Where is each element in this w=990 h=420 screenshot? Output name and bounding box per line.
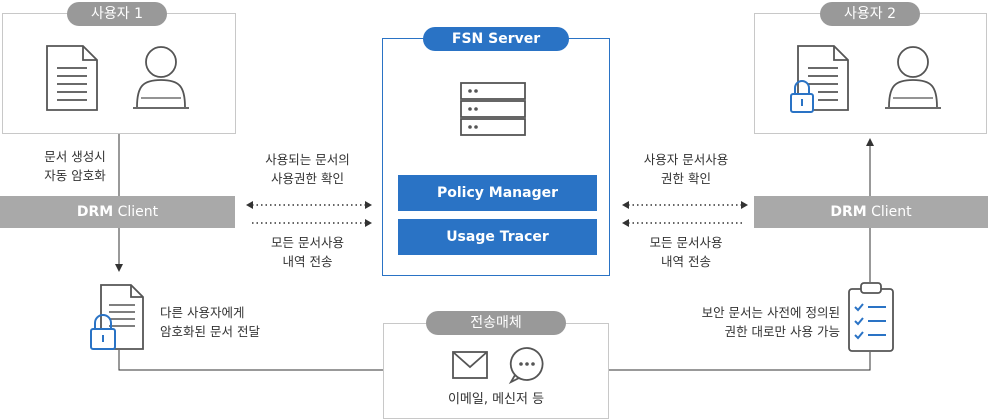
user1-panel (2, 13, 236, 134)
media-caption: 이메일, 메신저 등 (447, 392, 545, 407)
deliver-label: 다른 사용자에게 암호화된 문서 전달 (160, 305, 260, 339)
policy-manager-bar: Policy Manager (398, 175, 597, 211)
checklist-icon (848, 282, 894, 352)
user2-panel (754, 13, 987, 134)
user1-title: 사용자 1 (67, 2, 167, 26)
check-left-label: 사용되는 문서의 사용권한 확인 (265, 152, 350, 186)
media-panel (383, 323, 609, 419)
check-right-label: 사용자 문서사용 권한 확인 (643, 152, 729, 186)
drm-client-right: DRM Client (754, 196, 988, 228)
server-title: FSN Server (423, 27, 569, 51)
mail-icon (452, 351, 488, 379)
auto-encrypt-label: 문서 생성시 자동 암호화 (44, 149, 106, 183)
media-title: 전송매체 (426, 311, 566, 335)
locked-document-icon (790, 45, 849, 113)
send-left-label: 모든 문서사용 내역 전송 (271, 235, 344, 269)
locked-document-icon (90, 284, 144, 350)
user-icon (133, 46, 189, 109)
document-icon (46, 45, 98, 111)
user-icon (885, 46, 941, 109)
server-icon (460, 82, 526, 136)
chat-bubble-icon (508, 347, 544, 385)
usage-tracer-bar: Usage Tracer (398, 219, 597, 255)
drm-client-left: DRM Client (0, 196, 235, 228)
secure-label: 보안 문서는 사전에 정의된 권한 대로만 사용 가능 (701, 305, 840, 339)
user2-title: 사용자 2 (820, 2, 920, 26)
send-right-label: 모든 문서사용 내역 전송 (649, 235, 723, 269)
